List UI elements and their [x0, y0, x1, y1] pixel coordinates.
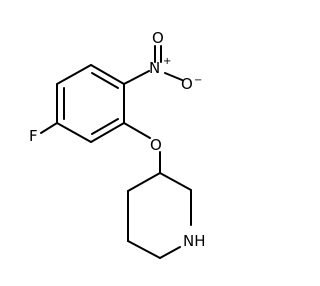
benzene-bond-1 [90, 64, 125, 85]
benzene-bond-4 [56, 122, 92, 143]
nitro-oxygen-right-label: O [181, 75, 193, 93]
piperidine-nh-label: NH [183, 232, 206, 250]
piperidine-bond-3 [159, 246, 181, 259]
molecule-drawing: F N + O O − O NH [29, 29, 206, 259]
piperidine-bond-1 [159, 172, 192, 191]
structure-canvas: F N + O O − O NH [29, 29, 206, 259]
piperidine-bond-4 [127, 240, 161, 259]
benzene-bond-6 [56, 64, 92, 85]
nitro-oxygen-charge: − [194, 75, 202, 86]
ether-oxygen-label: O [150, 136, 162, 154]
nitro-bond [123, 70, 150, 85]
nitro-nitrogen-charge: + [163, 56, 171, 67]
fluorine-label: F [29, 127, 38, 145]
nitro-oxygen-top-label: O [152, 29, 164, 47]
nitro-oxygen-single-bond [164, 72, 183, 81]
benzene-bond-3-inner [91, 118, 119, 135]
fluorine-bond [40, 122, 58, 134]
benzene-bond-3 [90, 122, 125, 143]
piperidine-bond-6 [127, 172, 161, 192]
nitro-nitrogen-label: N [149, 59, 160, 77]
ether-bond-aryl [123, 122, 151, 139]
benzene-bond-1-inner [91, 72, 119, 89]
